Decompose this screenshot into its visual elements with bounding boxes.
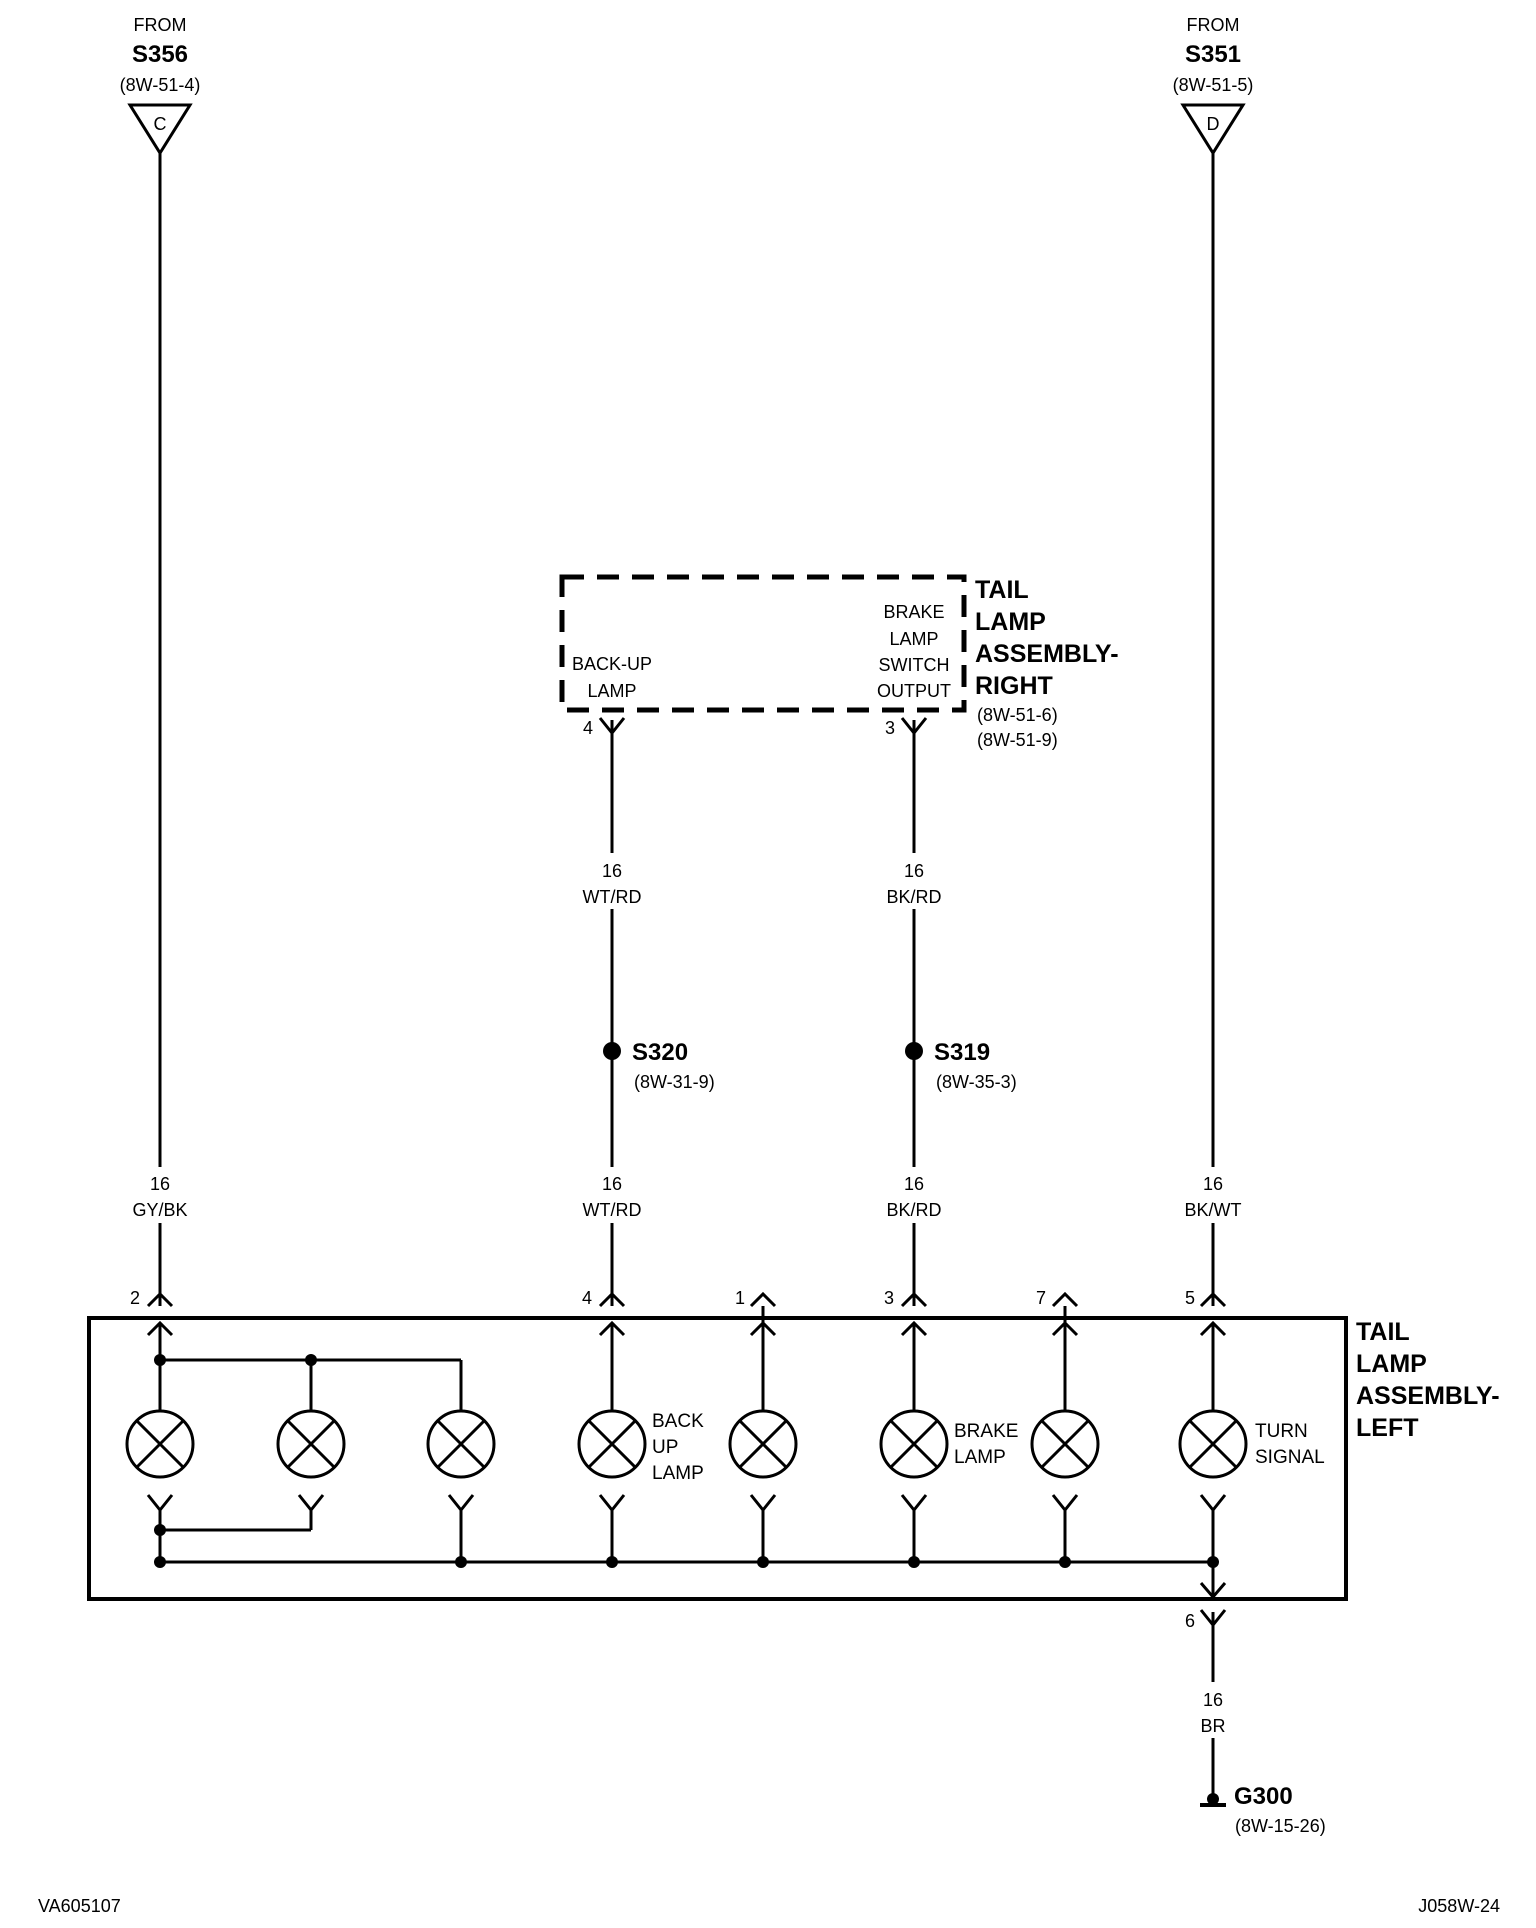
right-assembly-ref-1: (8W-51-6): [977, 705, 1058, 725]
wire-brake-upper-color: BK/RD: [886, 887, 941, 907]
right-backup-label-2: LAMP: [587, 681, 636, 701]
left-pin-5-label: 5: [1185, 1288, 1195, 1308]
bulb-2-icon: [276, 1409, 346, 1479]
bulb-1-icon: [125, 1409, 195, 1479]
left-pin-2-label: 2: [130, 1288, 140, 1308]
bulbs: [125, 1409, 1248, 1479]
wire-left-gauge: 16: [150, 1174, 170, 1194]
splice-s319-id: S319: [934, 1039, 990, 1066]
footer-right-code: J058W-24: [1418, 1896, 1500, 1916]
left-pin-4-label: 4: [582, 1288, 592, 1308]
ground-g300-ref: (8W-15-26): [1235, 1816, 1326, 1836]
left-assembly-title-3: ASSEMBLY-: [1356, 1382, 1500, 1410]
left-assembly-title-2: LAMP: [1356, 1350, 1427, 1378]
wire-ground-color: BR: [1200, 1716, 1225, 1736]
bulb-5-icon: [728, 1409, 798, 1479]
right-brake-label-3: SWITCH: [879, 655, 950, 675]
right-pin-3-label: 3: [885, 718, 895, 738]
from-right-label: FROM: [1187, 15, 1240, 35]
lamp-label-brake-2: LAMP: [954, 1447, 1006, 1468]
from-left-label: FROM: [134, 15, 187, 35]
right-assembly-title-1: TAIL: [975, 576, 1029, 604]
wire-backup-lower-color: WT/RD: [583, 1200, 642, 1220]
right-assembly-title-2: LAMP: [975, 608, 1046, 636]
left-assembly-box: [87, 1316, 1348, 1601]
lamp-label-backup-1: BACK: [652, 1411, 704, 1432]
right-assembly-box: [559, 574, 967, 713]
left-pin-4-symbol: [598, 1291, 626, 1308]
right-brake-label-4: OUTPUT: [877, 681, 951, 701]
left-pin-7-symbol: [1051, 1291, 1079, 1308]
connector-c-letter: C: [154, 114, 167, 134]
left-assembly-title-1: TAIL: [1356, 1318, 1410, 1346]
ground-g300-id: G300: [1234, 1783, 1293, 1810]
footer-left-code: VA605107: [38, 1896, 121, 1916]
from-left-splice: S356: [132, 41, 188, 68]
right-pin-4-label: 4: [583, 718, 593, 738]
internal-feeds: [146, 1306, 1227, 1411]
bulb-3-icon: [426, 1409, 496, 1479]
left-pin-1-symbol: [749, 1291, 777, 1308]
connector-c-triangle: [127, 103, 193, 156]
right-assembly-ref-2: (8W-51-9): [977, 730, 1058, 750]
lamp-label-backup-3: LAMP: [652, 1463, 704, 1484]
left-pin-3-label: 3: [884, 1288, 894, 1308]
bulb-turn-icon: [1178, 1409, 1248, 1479]
wire-right-gauge: 16: [1203, 1174, 1223, 1194]
wire-right-color: BK/WT: [1185, 1200, 1242, 1220]
wire-brake-upper-gauge: 16: [904, 861, 924, 881]
right-assembly-title-3: ASSEMBLY-: [975, 640, 1119, 668]
left-pin-7-label: 7: [1036, 1288, 1046, 1308]
left-assembly-pins: 2 4 1 3 7 5: [130, 1288, 1227, 1308]
splice-s320-id: S320: [632, 1039, 688, 1066]
bulb-brake-icon: [879, 1409, 949, 1479]
connector-d-triangle: [1180, 103, 1246, 156]
ground-pin-6-label: 6: [1185, 1611, 1195, 1631]
right-assembly-title-4: RIGHT: [975, 672, 1053, 700]
right-backup-label-1: BACK-UP: [572, 654, 652, 674]
lamp-label-turn-2: SIGNAL: [1255, 1447, 1325, 1468]
right-brake-label-2: LAMP: [889, 629, 938, 649]
lamp-label-backup-2: UP: [652, 1437, 678, 1458]
lamp-label-brake-1: BRAKE: [954, 1421, 1018, 1442]
from-right-ref: (8W-51-5): [1173, 75, 1254, 95]
wire-backup-lower-gauge: 16: [602, 1174, 622, 1194]
left-pin-2-symbol: [146, 1291, 174, 1308]
ground-g300-icon: [1200, 1793, 1226, 1807]
wire-brake-lower-color: BK/RD: [886, 1200, 941, 1220]
wire-backup-upper-color: WT/RD: [583, 887, 642, 907]
right-brake-label-1: BRAKE: [883, 602, 944, 622]
left-pin-3-symbol: [900, 1291, 928, 1308]
left-pin-1-label: 1: [735, 1288, 745, 1308]
left-pin-5-symbol: [1199, 1291, 1227, 1308]
splice-s320-ref: (8W-31-9): [634, 1072, 715, 1092]
splice-s320-dot: [603, 1042, 621, 1060]
connector-d-letter: D: [1207, 114, 1220, 134]
wire-left-color: GY/BK: [132, 1200, 187, 1220]
splice-s319-ref: (8W-35-3): [936, 1072, 1017, 1092]
splice-s319-dot: [905, 1042, 923, 1060]
ground-returns: [146, 1494, 1227, 1600]
wire-ground-gauge: 16: [1203, 1690, 1223, 1710]
from-right-splice: S351: [1185, 41, 1241, 68]
wire-backup-upper-gauge: 16: [602, 861, 622, 881]
bulb-backup-icon: [577, 1409, 647, 1479]
wire-brake-lower-gauge: 16: [904, 1174, 924, 1194]
from-left-ref: (8W-51-4): [120, 75, 201, 95]
bulb-7-icon: [1030, 1409, 1100, 1479]
left-assembly-title-4: LEFT: [1356, 1414, 1419, 1442]
lamp-label-turn-1: TURN: [1255, 1421, 1308, 1442]
